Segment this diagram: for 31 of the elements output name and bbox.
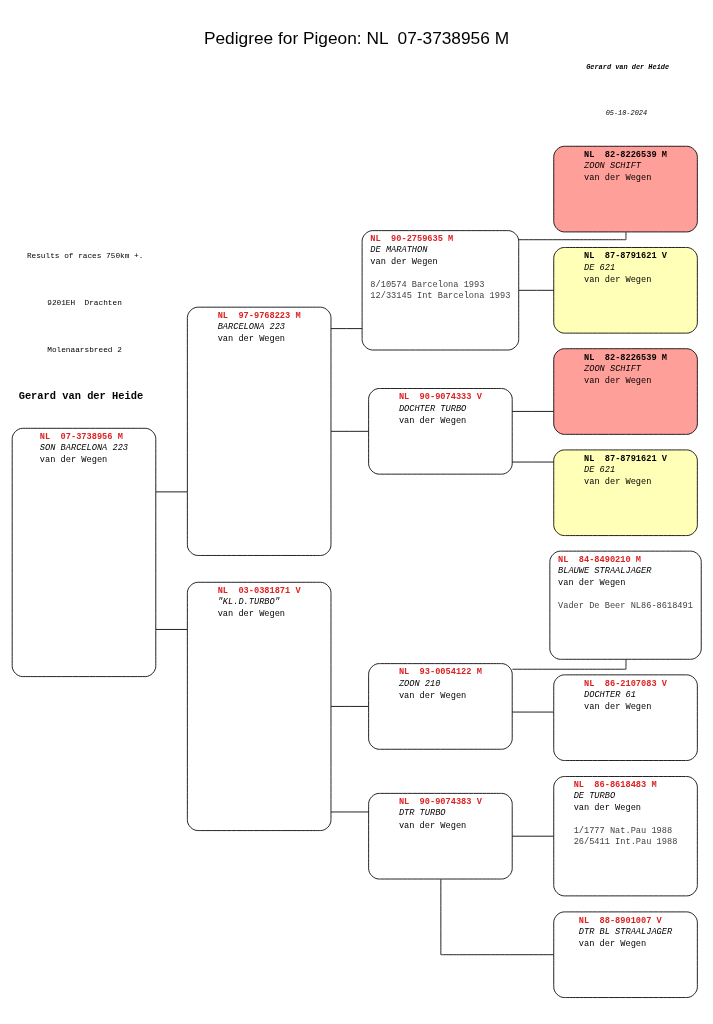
node-box: NL 97-9768223 M BARCELONA 223 van der Wegen [186,306,332,556]
node-box: NL 07-3738956 M SON BARCELONA 223 van der Wegen [11,427,157,678]
node-box: NL 87-8791621 V DE 621 van der Wegen [553,247,698,334]
node-box: NL 84-8490210 M BLAUWE STRAALJAGER van der Wegen Vader De Beer NL86-8618491 [549,550,702,660]
node-box: NL 87-8791621 V DE 621 van der Wegen [553,449,698,536]
connector [518,289,555,291]
node-box: NL 90-9074333 V DOCHTER TURBO van der Wegen [368,388,513,475]
node-box: NL 82-8226539 M ZOON SCHIFT van der Wegen [553,145,698,233]
node-box: NL 86-8618483 M DE TURBO van der Wegen 1/1777 Nat.Pau 1988 26/5411 Int.Pau 1988 [553,776,698,897]
connector [155,629,188,630]
node-box: NL 90-2759635 M DE MARATHON van der Wegen 8/10574 Barcelona 1993 12/33145 Int Barcelona 1993 [361,230,520,351]
connector [511,835,554,837]
connector [330,811,370,813]
node-box: NL 88-8901007 V DTR BL STRAALJAGER van der Wegen [553,911,698,998]
connector [330,430,370,432]
connector [511,461,554,463]
connector [440,878,555,956]
connector [511,411,554,412]
node-box: NL 03-0381871 V "KL.D.TURBO" van der Wegen [186,581,332,831]
connector [330,328,363,330]
node-box: NL 93-0054122 M ZOON 210 van der Wegen [368,663,513,750]
connector [330,706,370,707]
connector [155,491,188,493]
node-box: NL 82-8226539 M ZOON SCHIFT van der Wegen [553,348,698,435]
node-box: NL 90-9074383 V DTR TURBO van der Wegen [368,792,513,880]
connector [511,711,554,713]
connector [518,231,627,241]
node-box: NL 86-2107083 V DOCHTER 61 van der Wegen [553,674,698,761]
diagram-title: Pedigree for Pigeon: NL 07-3738956 M [203,27,510,48]
connector [512,659,627,670]
label: Gerard van der Heide [18,389,144,402]
